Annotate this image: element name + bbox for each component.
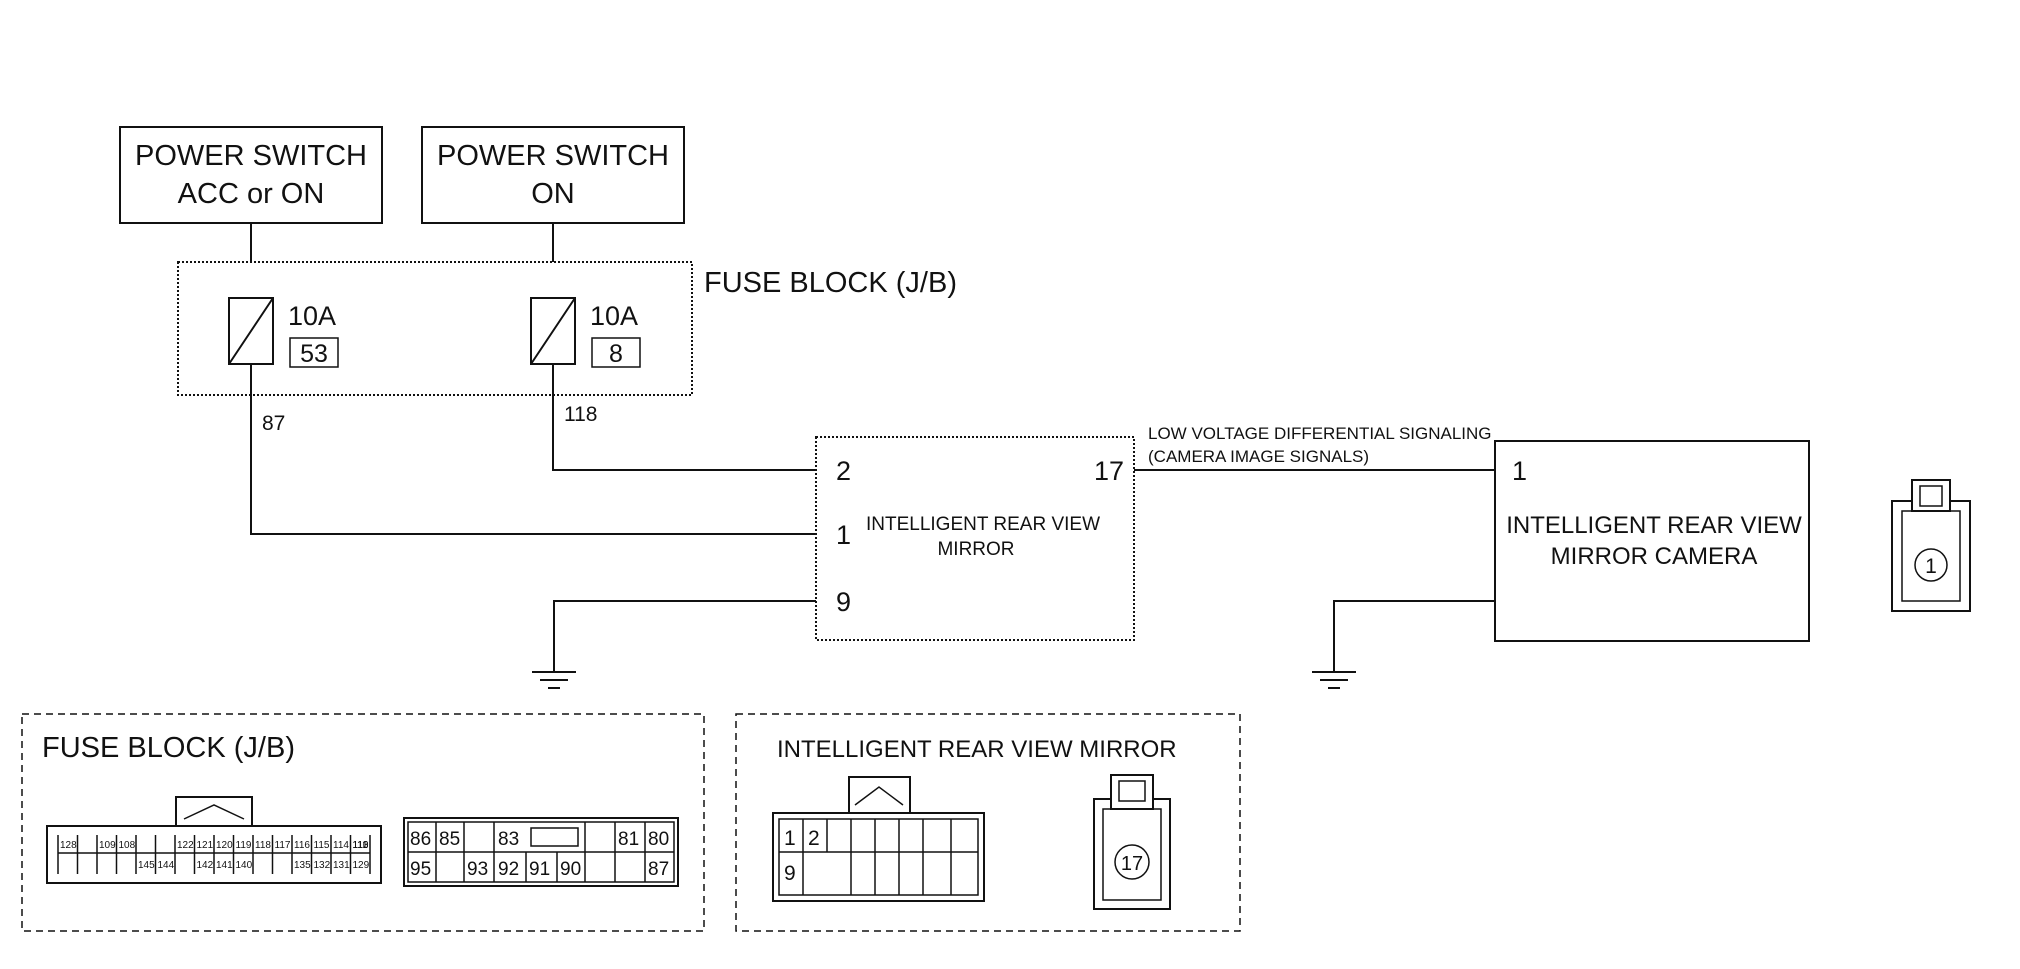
signal-label-line1: LOW VOLTAGE DIFFERENTIAL SIGNALING xyxy=(1148,424,1492,443)
mirror-round-connector-pin: 17 xyxy=(1121,853,1143,875)
camera-connector: 1 xyxy=(1891,479,1971,612)
power-switch-acc-box: POWER SWITCH ACC or ON xyxy=(119,126,383,224)
fuse-small-pin-top: 111 xyxy=(353,840,369,851)
fuse-small-pin-bottom: 141 xyxy=(216,860,233,871)
fuse-small-pin-bottom: 129 xyxy=(353,860,370,871)
camera-connector-pin: 1 xyxy=(1925,555,1937,578)
fuse-8-number: 8 xyxy=(609,340,623,368)
fuse-small-pin-bottom: 132 xyxy=(314,860,331,871)
fuse-pin-80: 80 xyxy=(648,829,669,850)
fuse-small-pin-top: 122 xyxy=(177,840,194,851)
terminal-118-label: 118 xyxy=(564,403,597,426)
mirror-pin-1: 1 xyxy=(836,520,851,550)
legend-mirror: INTELLIGENT REAR VIEW MIRROR 1 2 9 17 xyxy=(735,713,1241,932)
power-switch-on-box: POWER SWITCH ON xyxy=(421,126,685,224)
fuse-pin-83: 83 xyxy=(498,829,519,850)
fuse-small-pin-top: 115 xyxy=(314,840,330,851)
mirror-connector-pin-9: 9 xyxy=(784,862,796,885)
fuse-connector-block: 86 85 83 81 80 95 93 92 91 90 87 xyxy=(403,817,679,887)
fuse-small-pin-bottom: 140 xyxy=(236,860,253,871)
fuse-small-pin-top: 120 xyxy=(216,840,233,851)
fuse-small-pin-bottom: 142 xyxy=(197,860,214,871)
fuse-pin-90: 90 xyxy=(560,859,581,880)
fuse-small-pin-top: 119 xyxy=(236,840,252,851)
mirror-connector: 1 2 9 xyxy=(772,776,985,902)
power-switch-on-line1: POWER SWITCH xyxy=(437,140,669,172)
fuse-small-pin-top: 109 xyxy=(99,840,116,851)
camera-label-line2: MIRROR CAMERA xyxy=(1551,543,1758,570)
fuse-small-pin-bottom: 145 xyxy=(138,860,155,871)
ground-symbol-mirror xyxy=(532,600,816,689)
fuse-small-pin-bottom: 131 xyxy=(333,860,350,871)
mirror-pin-17: 17 xyxy=(1094,456,1124,486)
power-switch-acc-line1: POWER SWITCH xyxy=(135,140,367,172)
mirror-pin-2: 2 xyxy=(836,456,851,486)
fuse-pin-85: 85 xyxy=(439,829,460,850)
fuse-pin-86: 86 xyxy=(410,829,431,850)
fuse-block: FUSE BLOCK (J/B) 10A 53 10A 8 xyxy=(177,261,957,396)
legend-mirror-title: INTELLIGENT REAR VIEW MIRROR xyxy=(777,736,1177,763)
fuse-small-pin-top: 114 xyxy=(333,840,349,851)
mirror-connector-pin-2: 2 xyxy=(808,827,820,850)
fuse-pin-93: 93 xyxy=(467,859,488,880)
ground-symbol-camera xyxy=(1312,600,1495,689)
wire-87-to-mirror-pin1 xyxy=(250,364,816,535)
mirror-round-connector: 17 xyxy=(1093,774,1171,910)
fuse-small-pin-bottom: 135 xyxy=(294,860,311,871)
fuse-pin-92: 92 xyxy=(498,859,519,880)
fuse-pin-95: 95 xyxy=(410,859,431,880)
fuse-pin-91: 91 xyxy=(529,859,550,880)
fuse-pin-81: 81 xyxy=(618,829,639,850)
fuse-8-rating: 10A xyxy=(590,301,638,331)
fuse-small-pin-top: 113 xyxy=(353,840,369,851)
fuse-8: 10A 8 xyxy=(530,297,641,368)
fuse-53: 10A 53 xyxy=(228,297,339,368)
fuse-small-pin-bottom: 144 xyxy=(158,860,175,871)
fuse-small-pin-top: 121 xyxy=(197,840,214,851)
fuse-53-number: 53 xyxy=(300,340,328,368)
mirror-connector-pin-1: 1 xyxy=(784,827,796,850)
signal-label-line2: (CAMERA IMAGE SIGNALS) xyxy=(1148,447,1369,466)
fuse-small-pin-top: 128 xyxy=(60,840,77,851)
wire-118-to-mirror-pin2 xyxy=(552,364,816,471)
mirror-label-line2: MIRROR xyxy=(937,539,1014,560)
terminal-87-label: 87 xyxy=(262,412,285,435)
mirror-pin-9: 9 xyxy=(836,587,851,617)
fuse-block-label: FUSE BLOCK (J/B) xyxy=(704,267,957,299)
power-switch-acc-line2: ACC or ON xyxy=(178,178,325,210)
mirror-box: 2 1 9 17 INTELLIGENT REAR VIEW MIRROR xyxy=(815,436,1135,641)
legend-fuse-title: FUSE BLOCK (J/B) xyxy=(42,732,295,764)
camera-pin-1: 1 xyxy=(1512,456,1527,486)
fuse-small-pin-top: 117 xyxy=(275,840,291,851)
camera-label-line1: INTELLIGENT REAR VIEW xyxy=(1506,512,1802,539)
fuse-small-pin-top: 110 xyxy=(353,840,369,851)
fuse-53-rating: 10A xyxy=(288,301,336,331)
fuse-small-pin-top: 116 xyxy=(294,840,310,851)
mirror-label-line1: INTELLIGENT REAR VIEW xyxy=(866,514,1100,535)
fuse-pin-87: 87 xyxy=(648,859,669,880)
camera-box: 1 INTELLIGENT REAR VIEW MIRROR CAMERA xyxy=(1494,440,1810,642)
power-switch-on-line2: ON xyxy=(531,178,575,210)
fuse-small-pin-top: 118 xyxy=(255,840,271,851)
fuse-small-pin-top: 108 xyxy=(119,840,136,851)
